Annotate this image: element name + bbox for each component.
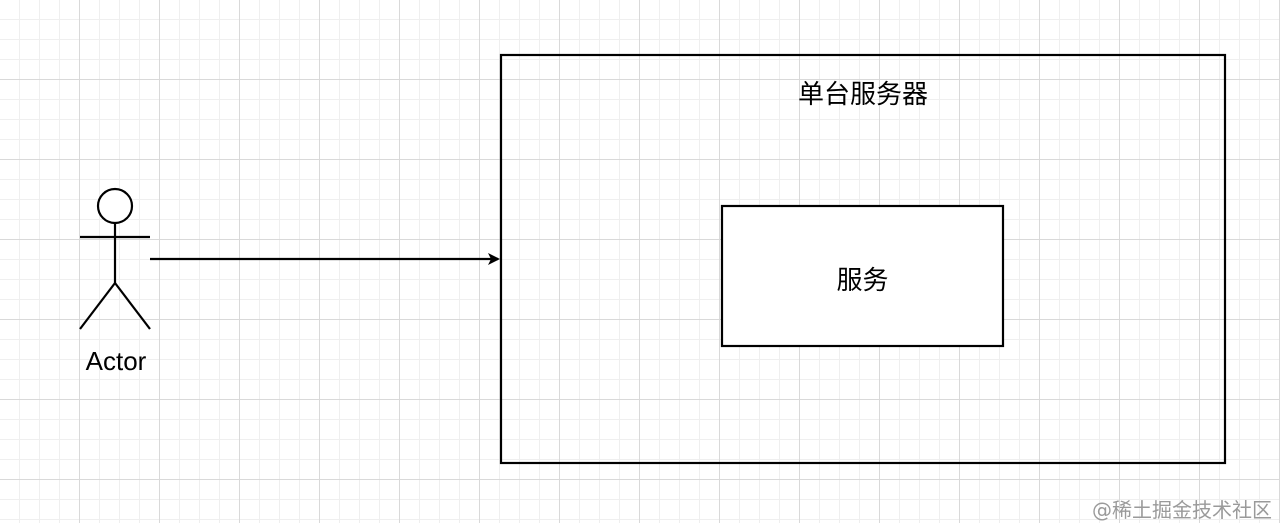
actor-head (96, 187, 134, 225)
server-box[interactable] (499, 53, 1227, 465)
server-title: 单台服务器 (797, 80, 928, 110)
service-box[interactable] (720, 204, 1005, 348)
service-label: 服务 (836, 266, 889, 296)
actor-right-leg (114, 282, 151, 330)
watermark: @稀土掘金技术社区 (1092, 498, 1272, 522)
actor-figure[interactable] (79, 187, 151, 330)
actor-label: Actor (85, 346, 147, 376)
actor-left-leg (79, 282, 116, 330)
